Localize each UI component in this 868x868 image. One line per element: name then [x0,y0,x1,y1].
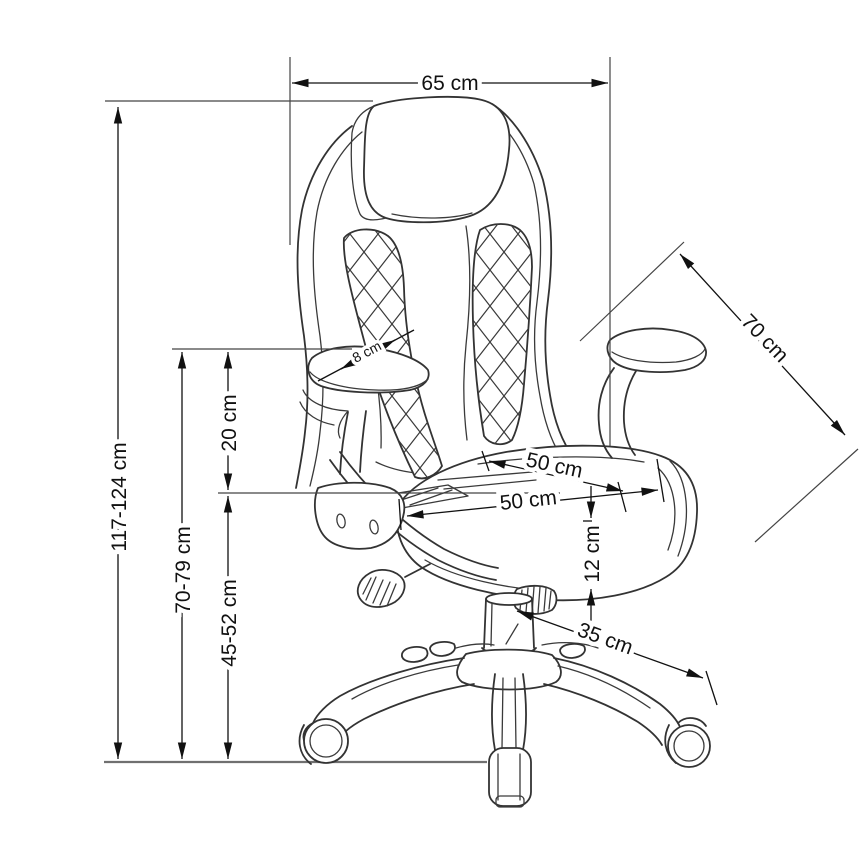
caster-left [298,718,349,765]
label-seat-height: 45-52 cm [218,579,241,667]
dimension-seat-height: 45-52 cm [214,496,246,759]
caster-front [488,747,532,808]
baseline-group [104,100,487,764]
quilted-panel-right [471,223,533,446]
armrest-left [299,345,430,550]
label-armrest-height: 70-79 cm [172,526,195,614]
dimension-total-height: 117-124 cm [104,107,136,759]
label-seat-thickness: 12 cm [581,525,604,582]
label-armrest-above-seat: 20 cm [218,394,241,451]
label-total-height: 117-124 cm [108,442,131,551]
headrest [350,95,511,224]
caster-right [664,717,711,768]
label-backrest-height: 70 cm [737,310,793,367]
dimension-backrest-width: 65 cm [289,57,611,446]
chair-drawing [295,95,711,808]
tilt-lever-left [356,563,431,608]
base [302,641,681,760]
label-backrest-width: 65 cm [421,72,478,95]
dimension-seat-thickness: 12 cm [577,486,609,629]
armrest-right [597,327,707,459]
dimension-armrest-height: 70-79 cm [168,348,352,759]
